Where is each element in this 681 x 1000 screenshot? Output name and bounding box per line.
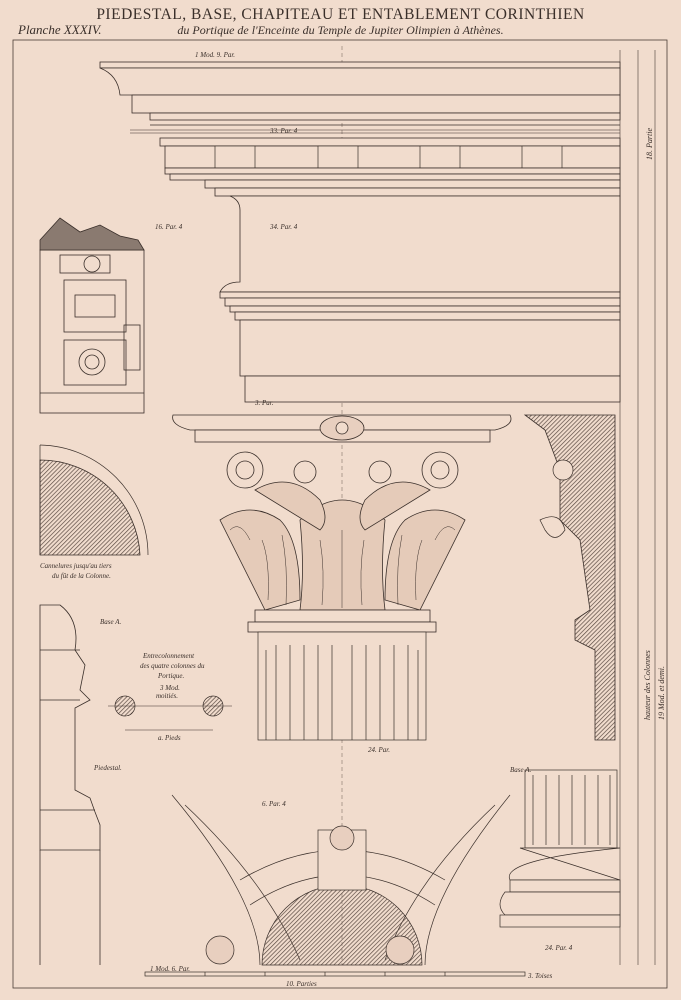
pedestal-label: Piedestal.: [93, 764, 122, 772]
intercol-5: moitiés.: [156, 692, 178, 700]
dim-16-par: 16. Par. 4: [155, 223, 183, 231]
dim-3-par: 3. Par.: [254, 399, 274, 407]
right-dimension-lines: [619, 50, 656, 965]
soffit-plan: [171, 794, 511, 966]
intercol-1: Entrecolonnement: [142, 652, 195, 660]
capital-leaf-details: [229, 526, 456, 608]
dim-24-par-b: 24. Par. 4: [545, 944, 573, 952]
dim-10-parties: 10. Parties: [286, 980, 317, 988]
soffit-panels: [39, 217, 145, 414]
intercol-4: 3 Mod.: [159, 684, 180, 692]
planche-number: Planche XXXIV.: [18, 22, 102, 37]
pedestal-profile: [39, 604, 101, 965]
base-a-label: Base A.: [100, 618, 122, 626]
plate-frame: [12, 39, 668, 989]
plate-title: PIEDESTAL, BASE, CHAPITEAU ET ENTABLEMEN…: [96, 6, 585, 23]
column-height-label: hauteur des Colonnes: [643, 650, 652, 720]
intercol-2: des quatre colonnes du: [140, 662, 205, 670]
dim-6-par: 6. Par. 4: [262, 800, 286, 808]
scale-bar: [144, 971, 526, 977]
dim-34-par: 34. Par. 4: [269, 223, 298, 231]
column-height-value: 19 Mod. et demi.: [657, 666, 666, 720]
capital-profile: [523, 414, 616, 741]
dim-toises: 3. Toises: [527, 972, 553, 980]
flute-plan: [39, 444, 149, 556]
intercol-3: Portique.: [157, 672, 184, 680]
dim-33-par: 33. Par. 4: [269, 127, 298, 135]
cornice-label: 18. Partie: [645, 128, 654, 160]
entablature: [99, 61, 621, 403]
flute-caption-1: Cannelures jusqu'au tiers: [40, 562, 112, 570]
dim-24-par: 24. Par.: [368, 746, 390, 754]
corinthian-capital: [172, 414, 512, 633]
intercolumniation: [108, 695, 232, 731]
base-a-right-label: Base A.: [510, 766, 532, 774]
mutules-row: [130, 129, 620, 134]
dim-bottom-mod: 1 Mod. 6. Par.: [150, 965, 190, 973]
column-shaft: [257, 631, 427, 741]
plate-subtitle: du Portique de l'Enceinte du Temple de J…: [177, 23, 504, 37]
flute-caption-2: du fût de la Colonne.: [52, 572, 111, 580]
dim-mod-top: 1 Mod. 9. Par.: [195, 51, 235, 59]
pieds-label: a. Pieds: [158, 734, 181, 742]
column-base-right: [499, 769, 621, 928]
